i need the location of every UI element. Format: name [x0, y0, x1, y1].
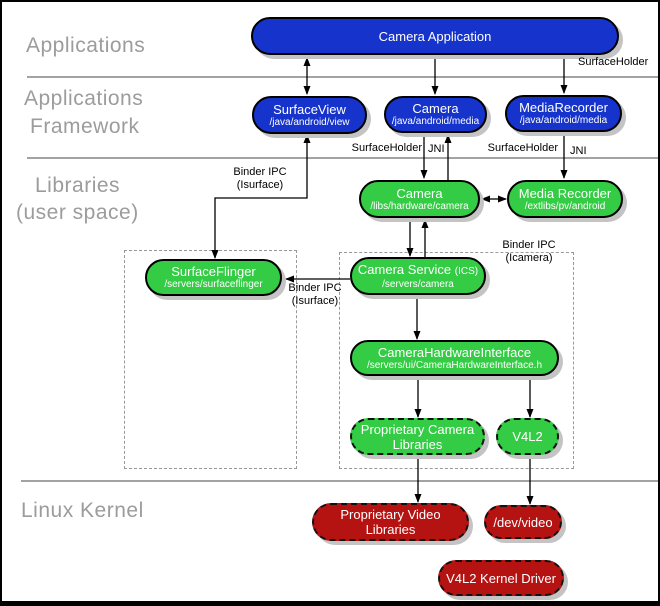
node-title: Media Recorder	[518, 185, 612, 201]
node-title: V4L2 Kernel Driver	[446, 570, 556, 586]
edge-label-binder-isurface-mid: Binder IPC (Isurface)	[270, 282, 360, 308]
layer-label-libraries-line1: Libraries	[35, 174, 121, 197]
group-surfaceflinger-process	[124, 250, 297, 469]
node-subtitle: /servers/camera	[382, 278, 454, 290]
node-title: Camera Application	[378, 28, 492, 44]
divider-applications-framework	[27, 76, 658, 78]
node-title: Proprietary Video Libraries	[340, 507, 441, 537]
edge-label-line: (Isurface)	[236, 179, 284, 191]
node-title: MediaRecorder	[519, 100, 608, 115]
node-title: Camera	[412, 101, 459, 116]
edge-label-line: Binder IPC	[502, 239, 556, 251]
layer-label-framework-line1: Applications	[24, 87, 144, 110]
node-title: V4L2	[512, 429, 543, 444]
divider-framework-libraries	[27, 157, 658, 159]
node-mediarecorder-lib: Media Recorder /extlibs/pv/android	[507, 180, 623, 218]
node-subtitle: /servers/ui/CameraHardwareInterface.h	[366, 359, 543, 371]
node-title-suffix: (ICS)	[454, 265, 479, 277]
node-subtitle: /servers/surfaceflinger	[164, 279, 263, 290]
edge-label-line: (Isurface)	[291, 295, 339, 307]
node-camerahardwareinterface: CameraHardwareInterface /servers/ui/Came…	[350, 340, 559, 376]
connector-surfaceview-surfaceflinger	[211, 134, 311, 259]
node-subtitle: /java/android/view	[269, 116, 350, 128]
node-title: SurfaceView	[273, 101, 346, 117]
divider-libraries-kernel	[21, 480, 658, 482]
edge-label-surfaceholder-recorder: SurfaceHolder	[487, 142, 558, 154]
edge-label-jni-camera: JNI	[428, 143, 445, 155]
node-subtitle: /java/android/media	[391, 116, 480, 127]
node-title: CameraHardwareInterface	[377, 344, 532, 360]
node-proprietary-video-libraries: Proprietary Video Libraries	[312, 503, 469, 541]
node-surfaceflinger: SurfaceFlinger /servers/surfaceflinger	[145, 259, 282, 296]
node-mediarecorder-java: MediaRecorder /java/android/media	[505, 95, 622, 132]
node-title: SurfaceFlinger	[171, 264, 256, 279]
edge-label-surfaceholder-camera: SurfaceHolder	[351, 142, 422, 154]
edge-label-line: (Icamera)	[505, 252, 553, 264]
node-subtitle: /java/android/media	[519, 115, 608, 126]
layer-label-framework-line2: Framework	[30, 115, 140, 138]
layer-label-libraries-line2: (user space)	[16, 201, 139, 224]
node-proprietary-camera-libraries: Proprietary Camera Libraries	[350, 418, 485, 455]
node-title: /dev/video	[493, 514, 553, 530]
node-camera-lib: Camera /libs/hardware/camera	[359, 180, 480, 218]
edge-label-jni-recorder: JNI	[570, 145, 587, 157]
node-v4l2: V4L2	[496, 418, 559, 455]
group-cameraservice-process	[339, 252, 574, 469]
node-subtitle: /extlibs/pv/android	[524, 200, 606, 212]
node-v4l2-kernel-driver: V4L2 Kernel Driver	[438, 560, 564, 596]
node-dev-video: /dev/video	[484, 505, 562, 539]
layer-label-applications: Applications	[26, 34, 146, 57]
node-camera-java: Camera /java/android/media	[384, 96, 487, 133]
node-camera-application: Camera Application	[251, 17, 619, 55]
edge-label-binder-icamera: Binder IPC (Icamera)	[484, 239, 574, 265]
layer-label-kernel: Linux Kernel	[21, 499, 144, 522]
node-title: Proprietary Camera Libraries	[360, 421, 475, 452]
node-title-text: Camera Service	[357, 261, 452, 277]
edge-label-surfaceholder-top: SurfaceHolder	[578, 56, 649, 68]
edge-label-line: Binder IPC	[233, 166, 287, 178]
node-surfaceview: SurfaceView /java/android/view	[252, 96, 367, 134]
node-title: Camera Service (ICS)	[358, 262, 478, 279]
node-camera-service: Camera Service (ICS) /servers/camera	[350, 257, 486, 295]
edge-label-binder-isurface-top: Binder IPC (Isurface)	[215, 166, 305, 192]
node-title: Camera	[396, 185, 443, 201]
node-subtitle: /libs/hardware/camera	[370, 200, 469, 212]
edge-label-line: Binder IPC	[288, 282, 342, 294]
